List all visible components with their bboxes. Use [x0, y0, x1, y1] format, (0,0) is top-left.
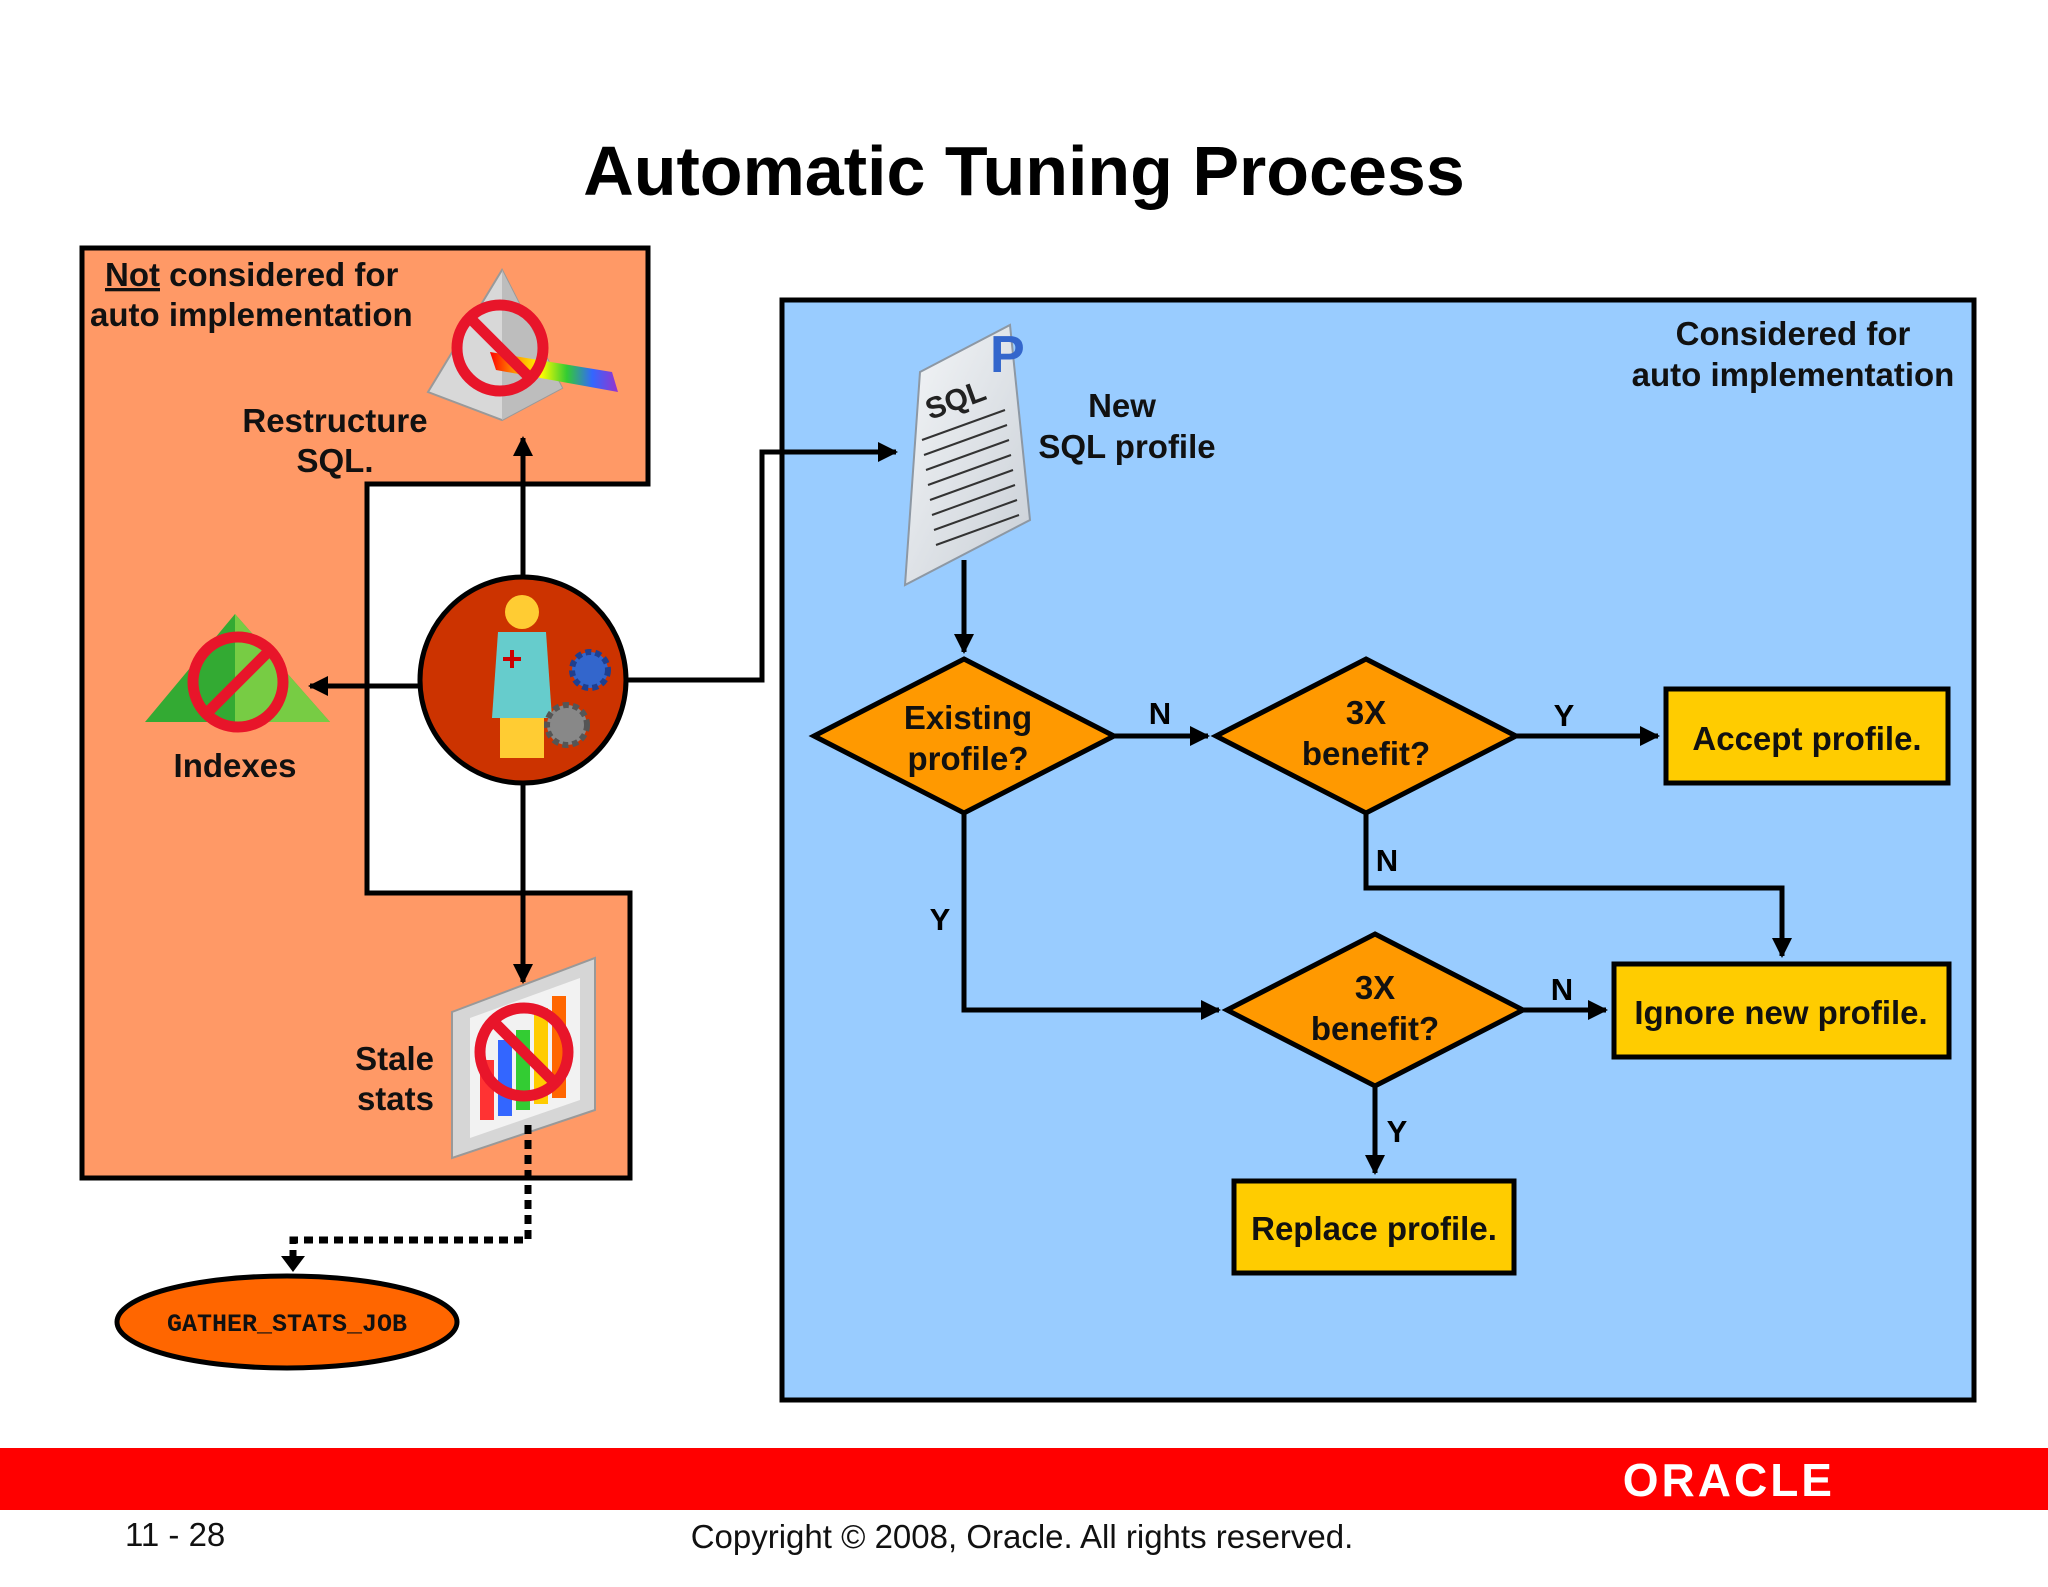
benefit-top-line1: 3X — [1346, 694, 1386, 731]
label-n-benefit-bottom: N — [1551, 972, 1573, 1007]
right-panel-heading-line1: Considered for — [1676, 315, 1911, 352]
stale-stats-chart-icon — [451, 956, 596, 1160]
heading-not-underlined: Not — [105, 256, 160, 293]
label-y-benefit-bottom: Y — [1387, 1114, 1408, 1149]
arrow-to-new-profile — [626, 442, 898, 683]
existing-profile-line1: Existing — [904, 699, 1032, 736]
replace-profile-box — [1231, 1178, 1517, 1276]
new-profile-line1: New — [1088, 387, 1156, 424]
label-n-existing: N — [1149, 696, 1171, 731]
right-panel-heading-line2: auto implementation — [1632, 356, 1955, 393]
restructure-label-line2: SQL. — [296, 442, 373, 479]
gear-icon — [544, 702, 590, 748]
prohibited-icon — [474, 1002, 574, 1102]
heading-considered-for: considered for — [160, 256, 399, 293]
label-y-benefit-top: Y — [1554, 698, 1575, 733]
benefit-top-line2: benefit? — [1302, 735, 1430, 772]
ignore-profile-box — [1611, 961, 1952, 1060]
index-pyramid-icon — [145, 614, 330, 733]
replace-profile-label: Replace profile. — [1251, 1210, 1497, 1247]
tuning-advisor-icon — [417, 574, 629, 786]
left-panel-heading-line1: Not considered for — [105, 256, 399, 293]
gather-stats-job-label: GATHER_STATS_JOB — [167, 1310, 407, 1339]
slide-title: Automatic Tuning Process — [583, 132, 1465, 210]
prism-icon — [426, 267, 618, 422]
benefit-bottom-line1: 3X — [1355, 969, 1395, 1006]
stale-label-line1: Stale — [355, 1040, 434, 1077]
arrow-benefit-top-no — [1363, 813, 1792, 958]
label-y-existing: Y — [930, 902, 951, 937]
arrow-existing-yes — [961, 813, 1221, 1020]
copyright: Copyright © 2008, Oracle. All rights res… — [691, 1518, 1354, 1555]
oracle-logo: ORACLE — [1623, 1454, 1835, 1506]
page-number: 11 - 28 — [125, 1516, 225, 1553]
restructure-label-line1: Restructure — [242, 402, 427, 439]
dotted-arrow-to-job — [289, 1125, 532, 1262]
indexes-label: Indexes — [174, 747, 297, 784]
ignore-profile-label: Ignore new profile. — [1634, 994, 1927, 1031]
gear-icon — [569, 649, 611, 691]
label-n-benefit-top: N — [1376, 843, 1398, 878]
new-profile-line2: SQL profile — [1038, 428, 1215, 465]
existing-profile-line2: profile? — [908, 740, 1029, 777]
prohibited-icon — [451, 299, 549, 397]
sql-profile-document-icon: SQL P — [903, 323, 1032, 587]
prohibited-icon — [187, 631, 289, 733]
accept-profile-label: Accept profile. — [1692, 720, 1921, 757]
footer-bar — [0, 1448, 2048, 1510]
left-panel-heading-line2: auto implementation — [90, 296, 413, 333]
not-considered-panel — [79, 245, 651, 1181]
stale-label-line2: stats — [357, 1080, 434, 1117]
benefit-bottom-line2: benefit? — [1311, 1010, 1439, 1047]
accept-profile-box — [1663, 686, 1951, 786]
p-icon-text: P — [990, 326, 1025, 384]
dotted-arrow-head — [281, 1256, 305, 1272]
gather-stats-job — [114, 1273, 460, 1371]
